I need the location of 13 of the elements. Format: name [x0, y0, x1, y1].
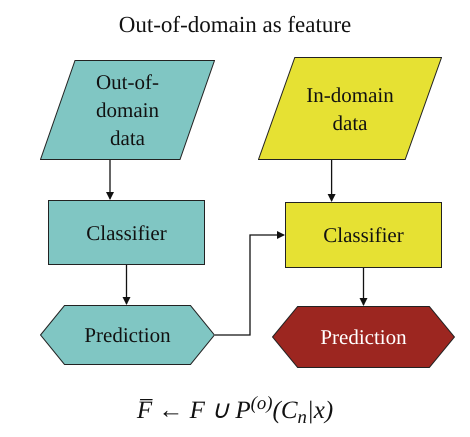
node-label: Prediction [320, 324, 407, 351]
node-label: Classifier [323, 222, 404, 249]
arrow [360, 268, 368, 306]
node-label: Classifier [86, 220, 167, 246]
node-label: In-domain data [305, 82, 395, 136]
diagram-title: Out-of-domain as feature [118, 11, 352, 39]
node-label: Prediction [84, 322, 171, 349]
arrow [215, 231, 285, 336]
arrow [328, 160, 336, 202]
formula: F̅ ← F ∪ P$^{(o)}$(C$_{n}$|x) [136, 392, 334, 430]
arrow [122, 265, 130, 305]
arrow [106, 160, 114, 200]
node-label: Out-of-domain data [95, 69, 160, 152]
